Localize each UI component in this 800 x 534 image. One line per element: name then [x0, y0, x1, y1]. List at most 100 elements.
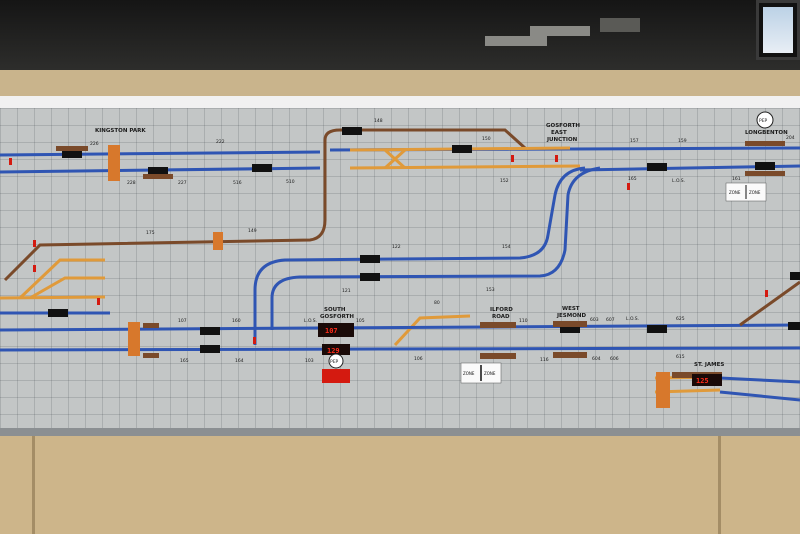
- ceiling: [0, 0, 800, 72]
- pep-label: PEP: [330, 359, 339, 365]
- signal-number: 160: [232, 318, 241, 324]
- pep-badges: PEP PEP: [328, 111, 774, 369]
- red-marker: [555, 155, 558, 162]
- track-block: [48, 309, 68, 317]
- track-block: [252, 164, 272, 172]
- red-marker: [9, 158, 12, 165]
- platform: [56, 146, 88, 151]
- track-block: [452, 145, 472, 153]
- zone-label: ZONE: [484, 371, 496, 376]
- panel-top-trim: [0, 96, 800, 108]
- pep-label: PEP: [759, 118, 768, 124]
- signal-numbers: 222 226 228 227 516 510 148 150 152 157 …: [90, 118, 795, 364]
- signal-number: 103: [305, 358, 314, 364]
- track-block: [360, 255, 380, 263]
- wall-top: [0, 70, 800, 96]
- place-name: KINGSTON PARK: [95, 128, 146, 134]
- signal-number: 606: [610, 356, 619, 362]
- los-label: L.O.S.: [304, 318, 317, 324]
- track-block: [560, 325, 580, 333]
- red-marker: [33, 265, 36, 272]
- upper-mainline-track: [0, 150, 321, 157]
- platform: [213, 232, 223, 250]
- track-block: [647, 325, 667, 333]
- place-name: GOSFORTH: [546, 123, 580, 129]
- signal-number: 204: [786, 135, 795, 141]
- red-marker: [97, 298, 100, 305]
- platform: [108, 145, 120, 181]
- zone-boards: ZONE ZONE ZONE ZONE: [460, 182, 767, 384]
- branch-track: [739, 280, 800, 327]
- display-value: 129: [327, 347, 340, 355]
- place-name: WEST: [562, 306, 580, 312]
- signal-number: 159: [678, 138, 687, 144]
- lower-mainline-track: [719, 376, 800, 402]
- zone-label: ZONE: [729, 190, 741, 195]
- place-name: EAST: [551, 130, 567, 136]
- track-block: [342, 127, 362, 135]
- signal-number: 153: [486, 287, 495, 293]
- signal-number: 227: [178, 180, 187, 186]
- signal-number: 152: [500, 178, 509, 184]
- branch-track: [3, 128, 527, 282]
- place-name: JUNCTION: [546, 137, 578, 143]
- red-marker: [33, 240, 36, 247]
- signal-number: 154: [502, 244, 511, 250]
- zone-label: ZONE: [749, 190, 761, 195]
- signal-number: 107: [178, 318, 187, 324]
- place-name: GOSFORTH: [320, 314, 354, 320]
- signal-number: 150: [482, 136, 491, 142]
- wall-bottom: [0, 436, 800, 534]
- signal-number: 116: [540, 357, 549, 363]
- ceiling-vent: [600, 18, 640, 32]
- wall-seam: [32, 436, 35, 534]
- signal-number: 110: [519, 318, 528, 324]
- los-label: L.O.S.: [672, 178, 685, 184]
- signal-number: 607: [606, 317, 615, 323]
- signal-number: 228: [127, 180, 136, 186]
- red-marker: [627, 183, 630, 190]
- platform: [745, 141, 785, 146]
- connecting-track: [270, 166, 601, 330]
- pep-badge: [756, 111, 774, 129]
- connecting-track: [253, 166, 586, 345]
- signal-number: 615: [676, 354, 685, 360]
- monitor: [756, 0, 800, 60]
- train-describer-display: [318, 323, 354, 337]
- lower-mainline-track: [0, 346, 800, 352]
- signal-number: 149: [248, 228, 257, 234]
- signal-number: 164: [235, 358, 244, 364]
- signal-number: 80: [434, 300, 440, 306]
- wall-seam: [718, 436, 721, 534]
- place-name: LONGBENTON: [745, 130, 788, 136]
- signal-number: 106: [414, 356, 423, 362]
- signal-number: 510: [286, 179, 295, 185]
- track-circuit-blocks: [48, 127, 800, 353]
- ceiling-light: [530, 26, 590, 36]
- ceiling-light: [485, 36, 547, 46]
- track-block: [62, 150, 82, 158]
- loop-track: [393, 314, 471, 347]
- signal-number: 175: [146, 230, 155, 236]
- lower-mainline-track: [0, 323, 800, 332]
- platform: [745, 171, 785, 176]
- signal-number: 105: [356, 318, 365, 324]
- signal-number: 222: [216, 139, 225, 145]
- track-block: [647, 163, 667, 171]
- loop-track: [0, 258, 106, 300]
- platforms: [56, 141, 785, 408]
- platform: [143, 174, 173, 179]
- platform: [553, 352, 587, 358]
- signal-number: 226: [90, 141, 99, 147]
- signal-number: 165: [180, 358, 189, 364]
- place-name: JESMOND: [556, 313, 587, 319]
- place-name: SOUTH: [324, 307, 346, 313]
- signal-number: 516: [233, 180, 242, 186]
- los-label: L.O.S.: [626, 316, 639, 322]
- platform: [143, 353, 159, 358]
- signal-number: 148: [374, 118, 383, 124]
- train-describer-display: [692, 374, 722, 386]
- platform: [656, 372, 670, 408]
